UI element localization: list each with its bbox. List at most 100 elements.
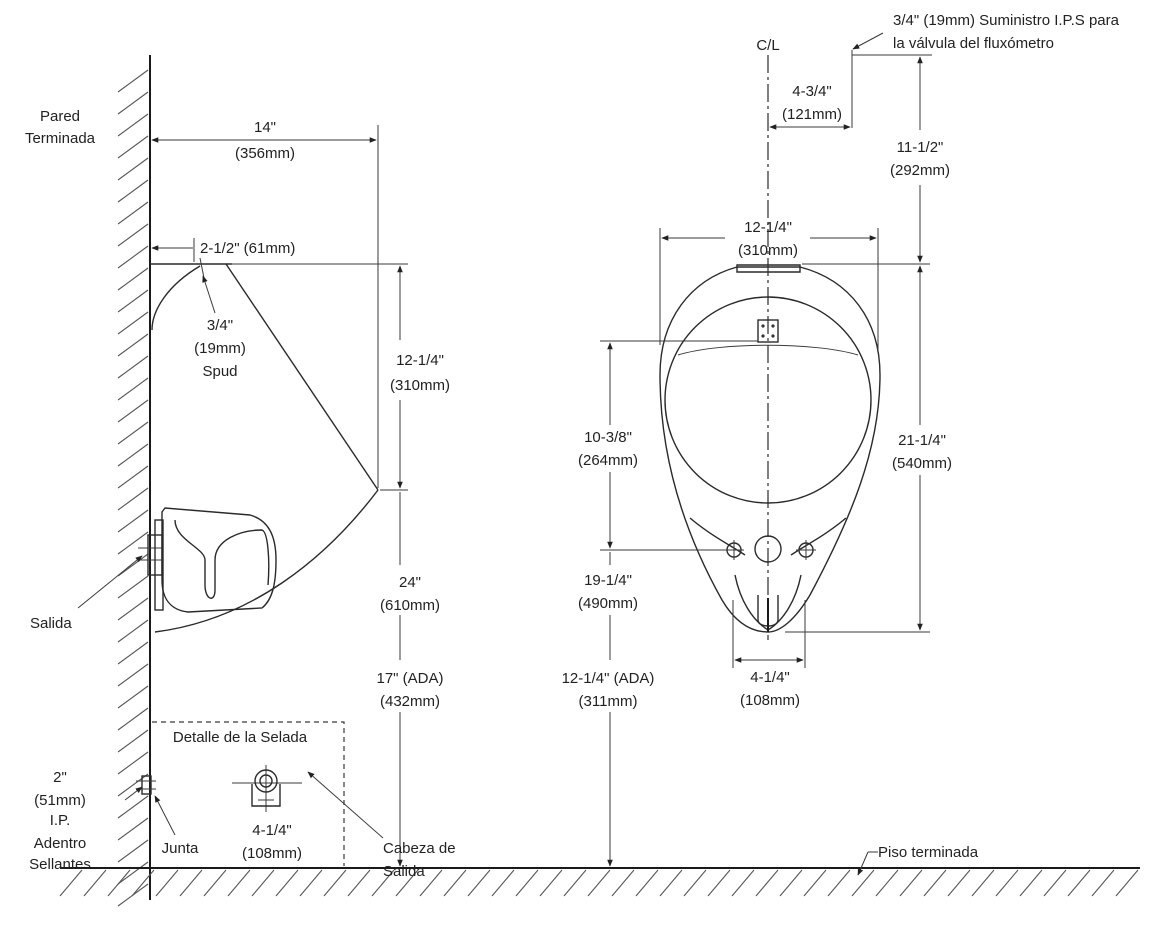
floor-hatch-line xyxy=(203,869,227,897)
dim-2-5-in: 2-1/2" (61mm) xyxy=(151,238,295,262)
wall-hatch-line xyxy=(117,289,149,313)
floor-hatch-line xyxy=(155,869,179,897)
wall-hatch-line xyxy=(117,751,149,775)
dim-4-25-front: 4-1/4" (108mm) xyxy=(732,600,806,709)
wall-hatch-line xyxy=(117,201,149,225)
wall-hatch-line xyxy=(117,553,149,577)
floor-hatch-line xyxy=(683,869,707,897)
wall-hatch-line xyxy=(117,487,149,511)
seal-detail-box: Detalle de la Selada 2" (51mm) I.P. Aden… xyxy=(29,721,456,880)
dim-17-mm: (432mm) xyxy=(380,693,440,710)
floor-hatch-line xyxy=(995,869,1019,897)
dim-4-75-in: 4-3/4" (121mm) xyxy=(769,83,851,130)
floor-hatch-line xyxy=(1019,869,1043,897)
wall-hatch-line xyxy=(117,861,149,885)
dim-12-25-ada-label: 12-1/4" (ADA) xyxy=(562,670,655,687)
floor-label: Piso terminada xyxy=(878,844,979,861)
supply-line1: 3/4" (19mm) Suministro I.P.S para xyxy=(893,12,1120,29)
dim-10-375-label: 10-3/8" xyxy=(584,429,632,446)
floor-hatch-line xyxy=(803,869,827,897)
floor-hatch-line xyxy=(395,869,419,897)
cabeza-line2: Salida xyxy=(383,863,425,880)
floor-hatch-line xyxy=(923,869,947,897)
floor-hatch-line xyxy=(299,869,323,897)
dim-4-75-mm: (121mm) xyxy=(782,106,842,123)
floor-hatch-line xyxy=(563,869,587,897)
dim-2-5-label: 2-1/2" (61mm) xyxy=(200,240,295,257)
wall-hatch-line xyxy=(117,685,149,709)
floor-hatch-line xyxy=(443,869,467,897)
dim-21-25-mm: (540mm) xyxy=(892,455,952,472)
floor-hatch-line xyxy=(323,869,347,897)
wall-hatch-line xyxy=(117,729,149,753)
floor-hatch-line xyxy=(1091,869,1115,897)
dim-19-25-label: 19-1/4" xyxy=(584,572,632,589)
dim-24-label: 24" xyxy=(399,574,421,591)
dim-11-5-in: 11-1/2" (292mm) xyxy=(890,56,950,263)
seal-adentro: Adentro xyxy=(34,835,87,852)
dim-24-in: 24" (610mm) xyxy=(380,492,440,660)
finished-wall xyxy=(117,55,151,907)
cabeza-line1: Cabeza de xyxy=(383,840,456,857)
dim-21-25-in: 21-1/4" (540mm) xyxy=(785,265,952,633)
dim-21-25-label: 21-1/4" xyxy=(898,432,946,449)
floor-hatch-line xyxy=(755,869,779,897)
wall-hatch-line xyxy=(117,333,149,357)
supply-line2: la válvula del fluxómetro xyxy=(893,35,1054,52)
wall-hatch-line xyxy=(117,839,149,863)
supply-callout: 3/4" (19mm) Suministro I.P.S para la vál… xyxy=(851,12,1120,128)
dim-17-ada: 17" (ADA) (432mm) xyxy=(376,670,444,867)
wall-hatch-line xyxy=(117,509,149,533)
spud-size: 3/4" xyxy=(207,317,233,334)
urinal-side-view xyxy=(138,257,379,633)
dim-12-25-ada: 12-1/4" (ADA) (311mm) xyxy=(562,670,655,867)
wall-hatch-line xyxy=(117,773,149,797)
dim-14-mm: (356mm) xyxy=(235,145,295,162)
urinal-front-view: C/L xyxy=(659,37,881,640)
wall-hatch-line xyxy=(117,267,149,291)
wall-hatch-line xyxy=(117,597,149,621)
wall-hatch-line xyxy=(117,113,149,137)
floor-hatch-line xyxy=(1115,869,1139,897)
floor-hatch-line xyxy=(275,869,299,897)
dim-12-25-front-label: 12-1/4" xyxy=(744,219,792,236)
floor-callout: Piso terminada xyxy=(857,844,979,876)
dim-4-25-front-mm: (108mm) xyxy=(740,692,800,709)
wall-hatch-line xyxy=(117,377,149,401)
dim-12-25-front-mm: (310mm) xyxy=(738,242,798,259)
floor-hatch-line xyxy=(875,869,899,897)
floor-hatch-line xyxy=(731,869,755,897)
dim-19-25-mm: (490mm) xyxy=(578,595,638,612)
wall-hatch-line xyxy=(117,223,149,247)
centerline-label: C/L xyxy=(756,37,779,54)
junta-label: Junta xyxy=(162,840,199,857)
dim-24-mm: (610mm) xyxy=(380,597,440,614)
wall-hatch-line xyxy=(117,663,149,687)
dim-4-75-label: 4-3/4" xyxy=(792,83,832,100)
floor-hatch-line xyxy=(827,869,851,897)
floor-hatch-line xyxy=(467,869,491,897)
floor-hatch-line xyxy=(371,869,395,897)
salida-label: Salida xyxy=(30,615,72,632)
wall-hatch-line xyxy=(117,135,149,159)
seal-mm: (51mm) xyxy=(34,792,86,809)
floor-hatch-line xyxy=(779,869,803,897)
wall-hatch-line xyxy=(117,619,149,643)
floor-hatch-line xyxy=(347,869,371,897)
wall-hatch-line xyxy=(117,443,149,467)
dim-19-25-in: 19-1/4" (490mm) xyxy=(578,552,638,660)
wall-label-line2: Terminada xyxy=(25,130,96,147)
wall-hatch-line xyxy=(117,311,149,335)
floor-hatch-line xyxy=(611,869,635,897)
floor-hatch-line xyxy=(539,869,563,897)
spud-mm: (19mm) xyxy=(194,340,246,357)
wall-hatch-line xyxy=(117,69,149,93)
wall-hatch-line xyxy=(117,531,149,555)
wall-hatch-line xyxy=(117,399,149,423)
floor-hatching xyxy=(59,869,1139,897)
detail-dim-mm: (108mm) xyxy=(242,845,302,862)
floor-hatch-line xyxy=(515,869,539,897)
dim-10-375-mm: (264mm) xyxy=(578,452,638,469)
wall-hatch-line xyxy=(117,817,149,841)
